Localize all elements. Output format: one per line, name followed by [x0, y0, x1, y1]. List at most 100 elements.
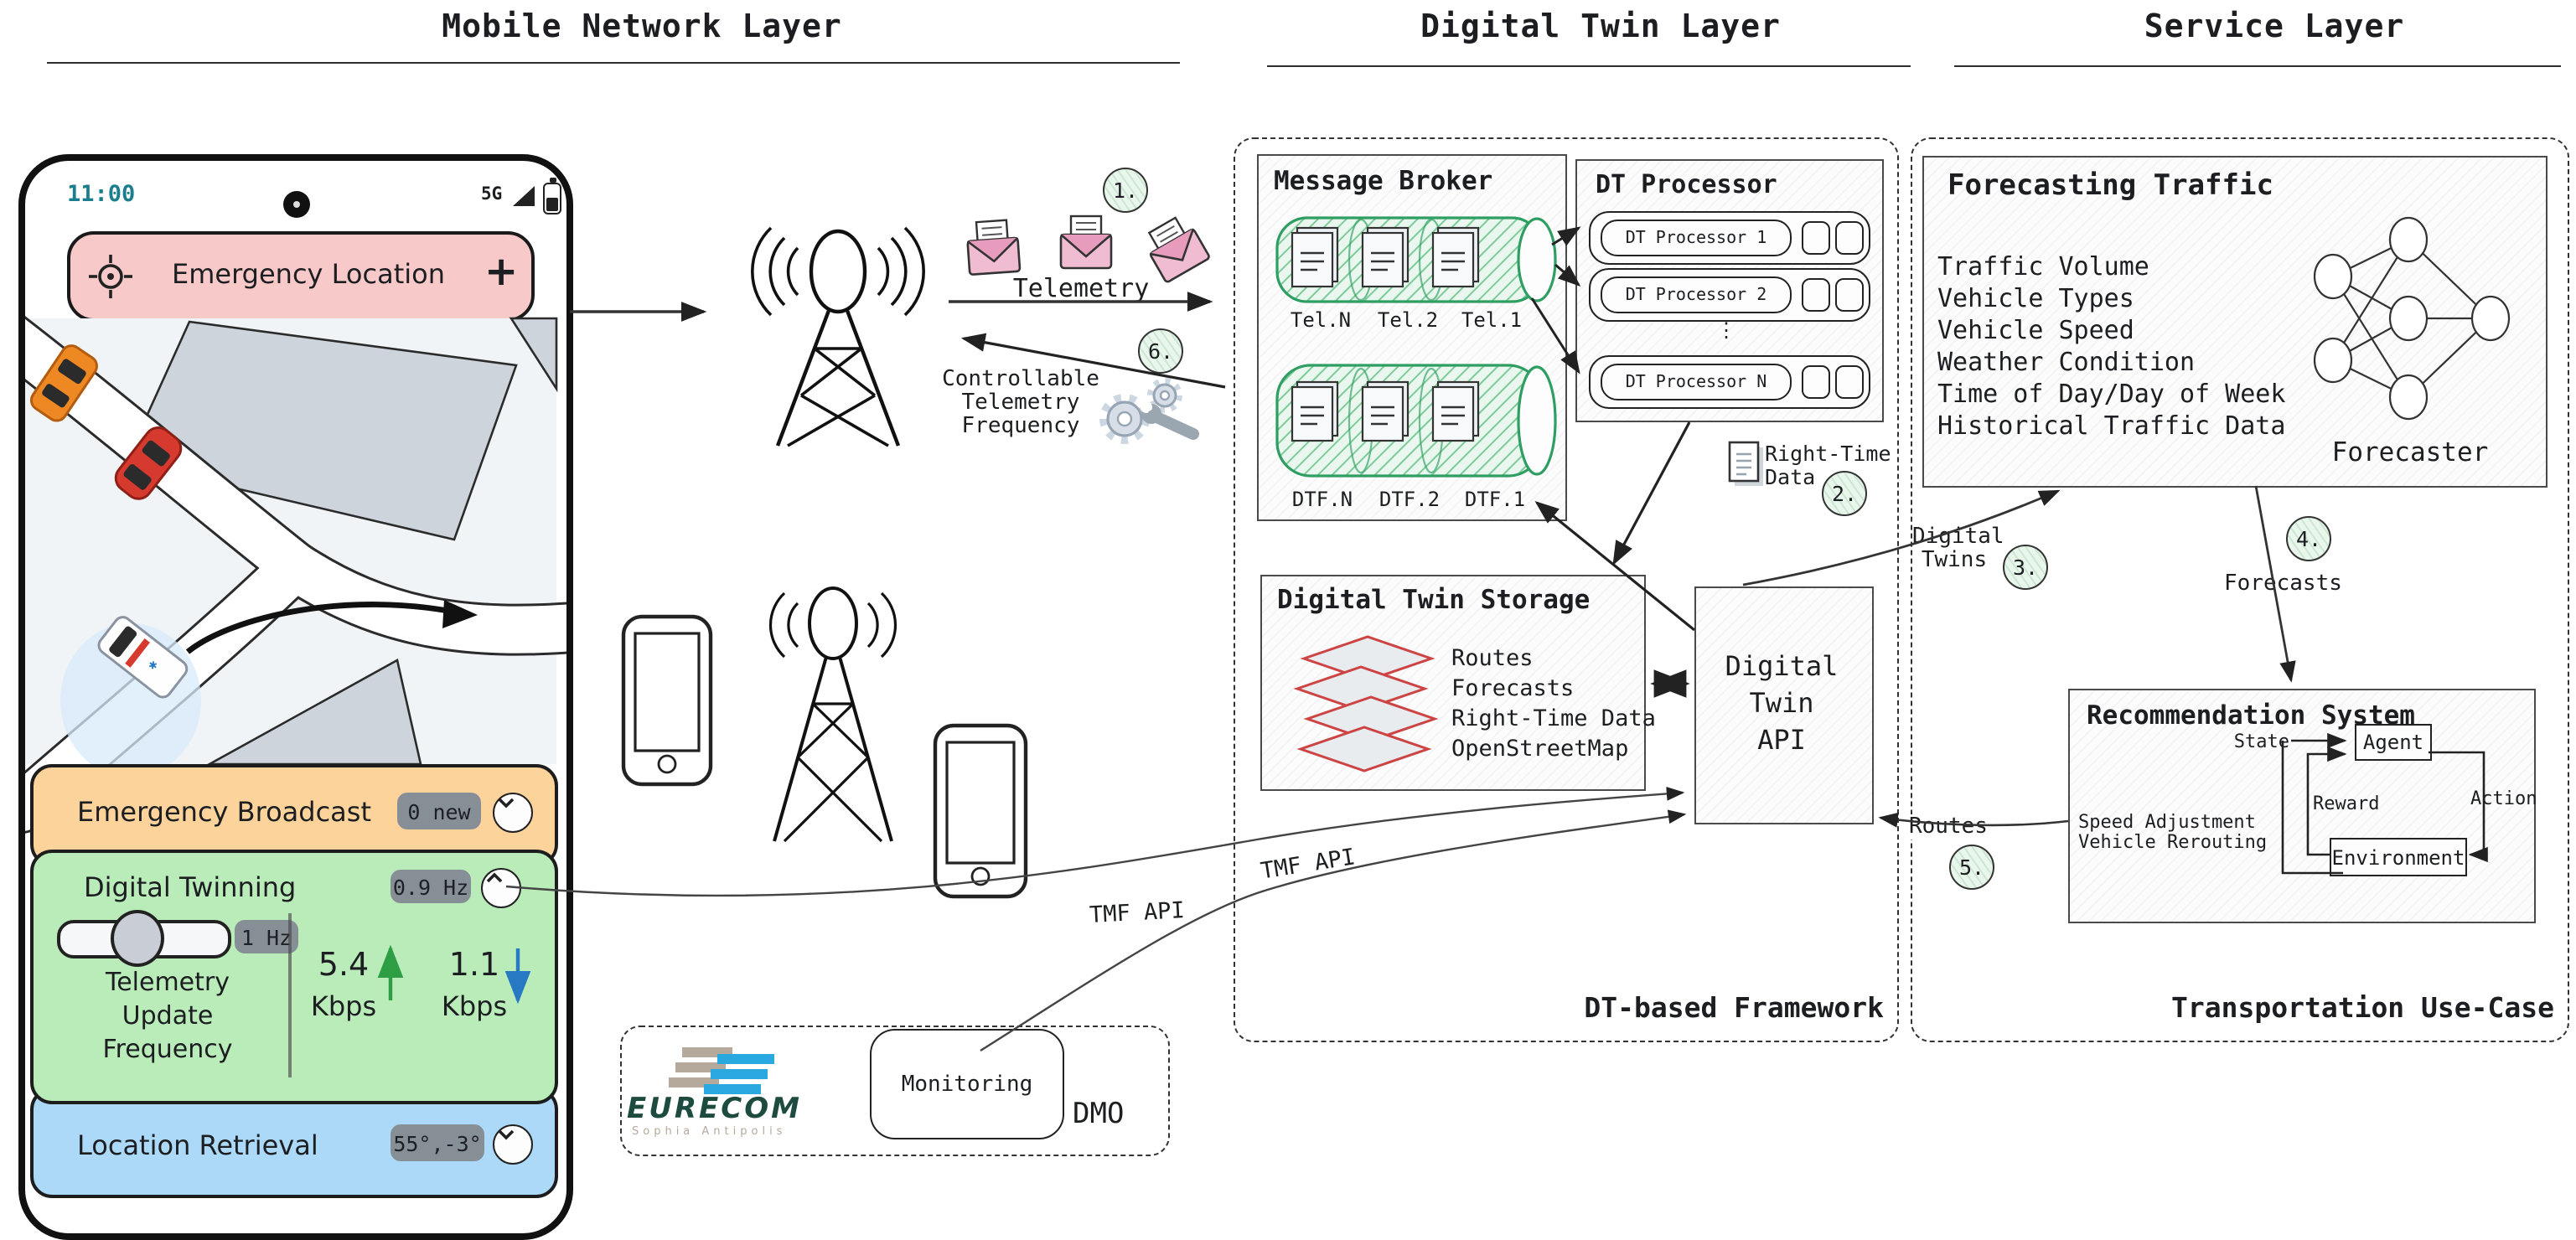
dtf-topic-label: DTF.2 — [1379, 488, 1441, 511]
state-label: State — [2233, 731, 2289, 752]
service-layer-underline — [1954, 65, 2561, 67]
dtf-topic-label: DTF.N — [1291, 488, 1353, 511]
tel-topic-label: Tel.1 — [1461, 308, 1523, 332]
monitoring-box: Monitoring — [870, 1029, 1064, 1139]
downlink-unit: Kbps — [441, 990, 508, 1022]
right-time-data-label: Right-Time — [1765, 441, 1891, 466]
telemetry-envelope-icon — [1059, 214, 1113, 270]
eurecom-logo: EURECOM Sophia Antipolis — [627, 1036, 861, 1143]
telemetry-label: Telemetry — [1012, 273, 1150, 303]
slider-value-badge: 1 Hz — [235, 920, 298, 953]
storage-title: Digital Twin Storage — [1277, 585, 1591, 615]
broadcast-expand-button[interactable] — [493, 793, 533, 833]
forecast-input: Traffic Volume — [1937, 251, 2149, 282]
dt-layer-underline — [1267, 65, 1911, 67]
slider-caption-line: Update — [122, 1000, 214, 1031]
twinning-collapse-button[interactable] — [481, 868, 521, 908]
uplink-value: 5.4 — [318, 947, 370, 984]
route-arrowhead — [442, 600, 478, 628]
digital-twinning-label: Digital Twinning — [84, 871, 297, 903]
controllable-line: Controllable — [942, 367, 1099, 392]
processor-slot-icon — [1835, 221, 1864, 255]
mobile-phone-icon — [621, 614, 713, 787]
dmo-label: DMO — [1073, 1098, 1125, 1131]
use-case-label: Transportation Use-Case — [2171, 992, 2554, 1024]
layer-title-mobile: Mobile Network Layer — [442, 8, 842, 45]
forecast-input: Historical Traffic Data — [1937, 411, 2286, 441]
ambulance: ✱ — [97, 616, 189, 699]
slider-caption-line: Frequency — [102, 1034, 233, 1064]
step-5-badge: 5. — [1949, 845, 1994, 890]
dt-processor-row: DT Processor N — [1589, 355, 1870, 409]
uplink-unit: Kbps — [310, 990, 377, 1022]
locate-crosshair-icon — [89, 255, 132, 298]
car-red — [114, 426, 183, 500]
add-emergency-button[interactable]: + — [484, 248, 519, 295]
tel-topic-label: Tel.N — [1290, 308, 1352, 332]
dt-processor-row: DT Processor 1 — [1589, 211, 1870, 265]
dt-processor-2-pill: DT Processor 2 — [1601, 276, 1792, 313]
right-time-data-label: Data — [1765, 464, 1816, 489]
digital-twins-flow-label: Digital — [1912, 524, 2004, 550]
routes-flow-label: Routes — [1909, 814, 1988, 840]
forecast-input: Vehicle Types — [1937, 283, 2134, 313]
dt-processor-1-pill: DT Processor 1 — [1601, 220, 1792, 256]
forecasts-flow-label: Forecasts — [2224, 571, 2342, 597]
storage-item: Right-Time Data — [1451, 705, 1656, 732]
dmo-container — [620, 1026, 1170, 1156]
eurecom-wordmark: EURECOM — [627, 1093, 802, 1126]
frequency-badge: 0.9 Hz — [391, 870, 471, 903]
route-arrow — [185, 602, 462, 654]
frequency-slider-knob[interactable] — [111, 910, 164, 967]
forecaster-label: Forecaster — [2331, 437, 2489, 468]
dtf-topic-label: DTF.1 — [1464, 488, 1526, 511]
panel-divider — [288, 913, 291, 1077]
location-expand-button[interactable] — [493, 1124, 533, 1165]
diagram-canvas: Mobile Network Layer Digital Twin Layer … — [18, 8, 2569, 1240]
cell-tower-icon — [751, 226, 925, 447]
layer-title-digital-twin: Digital Twin Layer — [1420, 8, 1781, 45]
framework-label: DT-based Framework — [1584, 992, 1884, 1024]
step-4-badge: 4. — [2286, 516, 2331, 561]
eurecom-subtitle: Sophia Antipolis — [632, 1124, 787, 1138]
api-label-line: API — [1757, 724, 1806, 756]
layer-title-service: Service Layer — [2144, 8, 2405, 45]
digital-twins-flow-label: Twins — [1921, 548, 1988, 573]
downlink-value: 1.1 — [448, 947, 500, 984]
message-broker-box — [1257, 154, 1567, 521]
map-building — [509, 317, 558, 393]
digital-twinning-panel[interactable]: Digital Twinning 0.9 Hz 1 Hz Telemetry U… — [30, 850, 558, 1104]
dt-processor-row: DT Processor 2 — [1589, 268, 1870, 322]
transportation-container — [1911, 137, 2569, 1042]
network-type-label: 5G — [481, 184, 503, 204]
forecasting-title: Forecasting Traffic — [1948, 169, 2273, 203]
tmf-api-label: TMF API — [1089, 897, 1186, 929]
processor-slot-icon — [1802, 278, 1830, 312]
emergency-location-label: Emergency Location — [172, 258, 445, 290]
controllable-line: Frequency — [961, 414, 1080, 439]
telemetry-envelope-icon — [1147, 216, 1210, 283]
processor-slot-icon — [1835, 365, 1864, 399]
signal-icon — [513, 186, 535, 206]
location-retrieval-label: Location Retrieval — [77, 1129, 318, 1161]
coordinates-badge: 55°,-3° — [391, 1124, 484, 1161]
api-label-line: Digital — [1725, 650, 1839, 682]
tel-topic-label: Tel.2 — [1377, 308, 1439, 332]
action-label: Action — [2470, 788, 2537, 809]
digital-twin-api-box — [1694, 586, 1874, 824]
api-label-line: Twin — [1749, 687, 1814, 719]
camera-dot-icon — [283, 191, 310, 218]
map-view[interactable]: ✱ — [22, 316, 566, 834]
broadcast-count-badge: 0 new — [397, 793, 481, 829]
forecast-input: Time of Day/Day of Week — [1937, 379, 2286, 409]
status-time: 11:00 — [67, 181, 136, 208]
processor-ellipsis: ⋮ — [1716, 318, 1736, 342]
emergency-broadcast-label: Emergency Broadcast — [77, 796, 371, 828]
message-broker-title: Message Broker — [1274, 166, 1493, 196]
phone-frame: 11:00 5G Emergency Location + — [18, 154, 573, 1240]
agent-box: Agent — [2355, 724, 2432, 761]
slider-caption-line: Telemetry — [105, 967, 230, 997]
environment-box: Environment — [2330, 838, 2467, 876]
processor-slot-icon — [1835, 278, 1864, 312]
emergency-location-banner[interactable]: Emergency Location + — [67, 231, 535, 322]
